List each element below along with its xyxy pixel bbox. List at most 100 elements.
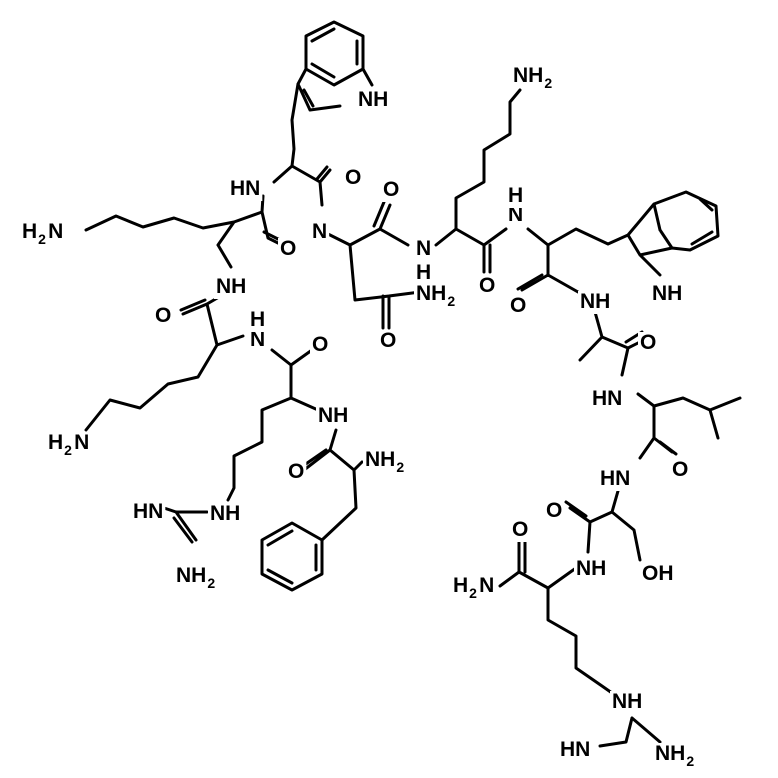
atom-label-mask bbox=[638, 332, 659, 355]
atom-label-mask bbox=[511, 65, 558, 88]
atom-label-text: OH bbox=[642, 562, 674, 585]
atom-label-subscript: 2 bbox=[38, 231, 46, 247]
atom-label-mask bbox=[578, 291, 613, 314]
atom-label-nh-trp1-indole: NH bbox=[356, 88, 391, 112]
atom-label-nh-arg1-phe: NH bbox=[316, 404, 351, 428]
atom-label-mask bbox=[248, 309, 268, 332]
atom-label-text: H bbox=[416, 261, 431, 284]
atom-label-o-phe: O bbox=[286, 460, 307, 484]
atom-label-mask bbox=[414, 283, 461, 306]
atom-label-text: H bbox=[453, 574, 468, 597]
atom-label-mask bbox=[174, 565, 221, 588]
atom-label-mask bbox=[310, 221, 330, 244]
atom-label-mask bbox=[544, 500, 565, 523]
atom-label-o-trp1: O bbox=[343, 166, 364, 190]
atom-label-text: O bbox=[510, 294, 526, 317]
atom-label-text: HN bbox=[230, 177, 260, 200]
atom-label-nh-lys1-arg1: N bbox=[248, 328, 268, 352]
atom-label-text: O bbox=[155, 304, 171, 327]
atom-label-o-leu: O bbox=[670, 458, 691, 482]
atom-label-subscript: 2 bbox=[469, 585, 477, 601]
atom-label-mask bbox=[650, 283, 685, 306]
trp1-indole-bonds bbox=[290, 20, 374, 168]
atom-label-mask bbox=[316, 405, 351, 428]
atom-label-mask bbox=[278, 238, 299, 261]
atom-label-text: N bbox=[416, 237, 431, 260]
atom-label-nh-lys3-asn: N bbox=[414, 237, 434, 261]
atom-label-subscript: 2 bbox=[447, 293, 455, 309]
atom-label-mask bbox=[310, 334, 331, 357]
atom-label-text: HN bbox=[600, 467, 630, 490]
atom-label-mask bbox=[46, 432, 94, 455]
phe-ring-bonds bbox=[260, 521, 324, 592]
atom-label-o-arg2: O bbox=[510, 518, 531, 542]
atom-label-mask bbox=[506, 185, 526, 208]
bond-layer bbox=[84, 20, 742, 748]
atom-label-text: O bbox=[288, 460, 304, 483]
atom-label-mask bbox=[131, 501, 166, 524]
atom-label-o-lys2: O bbox=[278, 237, 299, 261]
atom-label-mask bbox=[381, 179, 402, 202]
atom-label-mask bbox=[451, 575, 499, 598]
atom-label-hn-leu: HN bbox=[590, 387, 625, 411]
leu-bonds bbox=[636, 392, 742, 460]
atom-label-text: NH bbox=[652, 282, 682, 305]
atom-label-text: NH bbox=[416, 282, 446, 305]
atom-label-hn-ser: HN bbox=[598, 467, 633, 491]
atom-label-text: N bbox=[250, 328, 265, 351]
atom-label-text: NH bbox=[576, 557, 606, 580]
atom-label-text: NH bbox=[612, 690, 642, 713]
atom-label-subscript: 2 bbox=[207, 575, 215, 591]
atom-label-subscript: 2 bbox=[64, 442, 72, 458]
atom-label-text: NH bbox=[210, 502, 240, 525]
arg2-bonds bbox=[498, 538, 662, 748]
lys2-bonds bbox=[84, 194, 286, 269]
atom-label-text: NH bbox=[655, 742, 685, 765]
atom-label-mask bbox=[343, 167, 364, 190]
atom-label-hn-lys2-trp1: HN bbox=[228, 177, 263, 201]
atom-label-mask bbox=[208, 503, 243, 526]
atom-label-mask bbox=[363, 449, 410, 472]
atom-label-nh-arg1-guan: NH bbox=[208, 502, 243, 526]
atom-label-mask bbox=[20, 221, 68, 244]
atom-label-text: N bbox=[312, 220, 327, 243]
atom-label-mask bbox=[356, 89, 391, 112]
atom-label-text: NH bbox=[358, 88, 388, 111]
atom-label-mask bbox=[558, 739, 593, 762]
atom-label-text: O bbox=[640, 331, 656, 354]
atom-label-o-arg1: O bbox=[310, 333, 331, 357]
atom-label-mask bbox=[378, 330, 399, 353]
atom-label-mask bbox=[214, 276, 249, 299]
atom-label-mask bbox=[640, 563, 676, 586]
atom-label-mask bbox=[510, 519, 531, 542]
atom-label-mask bbox=[414, 238, 434, 261]
atom-label-h-lys1-arg1: H bbox=[248, 308, 268, 332]
atom-label-text: H bbox=[48, 431, 63, 454]
atom-label-mask bbox=[610, 691, 645, 714]
atom-label-nh-ala: NH bbox=[578, 290, 613, 314]
atom-label-h-lys3-asn: H bbox=[414, 261, 434, 285]
atom-label-mask bbox=[414, 262, 434, 285]
atom-label-subscript: 2 bbox=[544, 75, 552, 91]
atom-label-text: O bbox=[280, 237, 296, 260]
atom-label-o-asn-bb: O bbox=[381, 178, 402, 202]
atom-label-subscript: 2 bbox=[396, 459, 404, 475]
atom-label-mask bbox=[248, 329, 268, 352]
asn-bonds bbox=[318, 200, 422, 330]
atom-label-tail: N bbox=[48, 220, 63, 243]
atom-label-text: H bbox=[22, 220, 37, 243]
atom-label-subscript: 2 bbox=[686, 753, 694, 769]
atom-label-o-ser: O bbox=[544, 499, 565, 523]
atom-label-text: NH bbox=[176, 564, 206, 587]
atom-label-mask bbox=[508, 295, 529, 318]
trp1-backbone-bonds bbox=[272, 164, 332, 207]
atom-label-o-trp2: O bbox=[508, 294, 529, 318]
atom-label-text: HN bbox=[560, 738, 590, 761]
